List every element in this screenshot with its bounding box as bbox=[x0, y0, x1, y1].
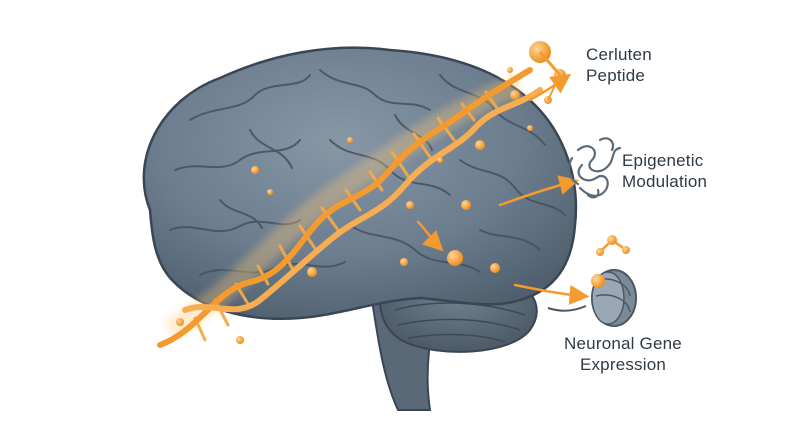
arrow-inner bbox=[416, 220, 444, 252]
particle bbox=[507, 67, 513, 73]
particle bbox=[447, 250, 463, 266]
particle bbox=[400, 258, 408, 266]
particle bbox=[490, 263, 500, 273]
particle bbox=[176, 318, 184, 326]
particle bbox=[510, 90, 520, 100]
label-line: Neuronal Gene bbox=[564, 334, 682, 353]
particle bbox=[475, 140, 485, 150]
label-line: Epigenetic bbox=[622, 151, 704, 170]
label-line: Modulation bbox=[622, 172, 708, 191]
particle bbox=[527, 125, 533, 131]
label-epigenetic-modulation: Epigenetic Modulation bbox=[622, 150, 707, 192]
particle bbox=[461, 200, 471, 210]
label-line: Peptide bbox=[586, 66, 646, 85]
particle bbox=[347, 137, 353, 143]
label-line: Expression bbox=[579, 355, 667, 374]
particle bbox=[406, 201, 414, 209]
protein-structure-icon bbox=[568, 137, 622, 199]
arrow-to-epigenetic bbox=[498, 175, 580, 207]
particle bbox=[437, 157, 443, 163]
label-line: Cerluten bbox=[586, 45, 652, 64]
particle bbox=[251, 166, 259, 174]
arrow-to-neuronal bbox=[513, 283, 590, 305]
pathway-arrows bbox=[416, 73, 590, 305]
particle bbox=[236, 336, 244, 344]
dna-helix-icon bbox=[157, 67, 543, 348]
arrow-to-peptide bbox=[528, 73, 572, 102]
nucleosome-icon bbox=[547, 235, 637, 327]
label-cerluten-peptide: Cerluten Peptide bbox=[586, 44, 652, 86]
particle bbox=[307, 267, 317, 277]
label-neuronal-gene-expression: Neuronal Gene Expression bbox=[550, 333, 696, 375]
particle bbox=[267, 189, 273, 195]
